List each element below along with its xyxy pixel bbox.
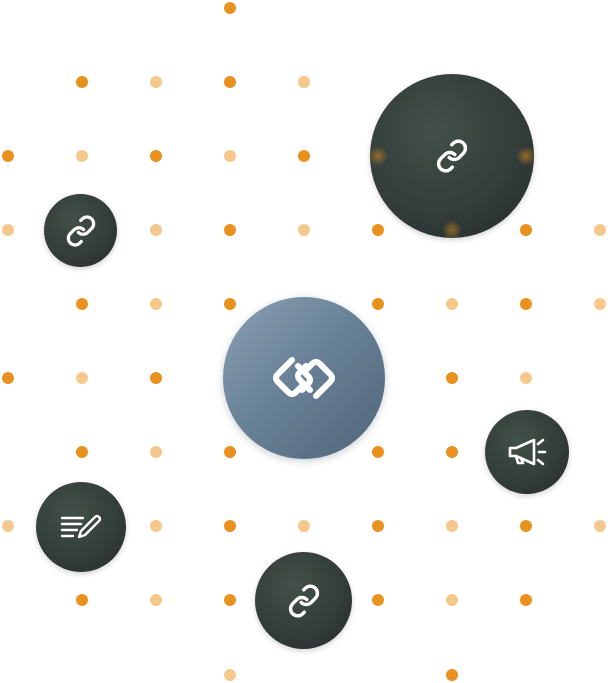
grid-dot xyxy=(520,372,532,384)
grid-dot xyxy=(224,520,236,532)
edit-notes-node xyxy=(36,482,126,572)
grid-dot xyxy=(372,446,384,458)
grid-dot xyxy=(594,224,606,236)
grid-dot xyxy=(76,298,88,310)
grid-dot xyxy=(298,76,310,88)
grid-dot xyxy=(446,372,458,384)
grid-dot xyxy=(446,594,458,606)
grid-dot xyxy=(150,298,162,310)
grid-dot xyxy=(372,224,384,236)
grid-dot xyxy=(594,520,606,532)
grid-dot xyxy=(76,150,88,162)
grid-dot xyxy=(150,372,162,384)
grid-dot xyxy=(2,224,14,236)
left-link-node xyxy=(44,194,117,267)
link-icon xyxy=(287,584,321,618)
glow-dot-left xyxy=(368,146,388,166)
hub-link-icon xyxy=(262,348,346,408)
grid-dot xyxy=(446,446,458,458)
grid-dot xyxy=(150,594,162,606)
grid-dot xyxy=(2,150,14,162)
grid-dot xyxy=(298,150,310,162)
bottom-link-node xyxy=(255,552,352,649)
grid-dot xyxy=(298,520,310,532)
grid-dot xyxy=(76,446,88,458)
edit-notes-icon xyxy=(59,512,103,542)
grid-dot xyxy=(2,520,14,532)
grid-dot xyxy=(150,224,162,236)
grid-dot xyxy=(2,372,14,384)
glow-dot-right xyxy=(516,146,536,166)
link-icon xyxy=(435,139,469,173)
link-icon xyxy=(65,215,97,247)
grid-dot xyxy=(150,520,162,532)
grid-dot xyxy=(224,76,236,88)
grid-dot xyxy=(224,150,236,162)
grid-dot xyxy=(520,520,532,532)
grid-dot xyxy=(224,594,236,606)
grid-dot xyxy=(594,298,606,310)
grid-dot xyxy=(150,446,162,458)
grid-dot xyxy=(372,298,384,310)
grid-dot xyxy=(150,150,162,162)
grid-dot xyxy=(224,298,236,310)
large-link-node xyxy=(368,74,536,240)
glow-dot-bottom xyxy=(442,220,462,240)
megaphone-icon xyxy=(506,435,548,469)
grid-dot xyxy=(446,298,458,310)
grid-dot xyxy=(372,520,384,532)
grid-dot xyxy=(446,669,458,681)
grid-dot xyxy=(224,2,236,14)
grid-dot xyxy=(520,224,532,236)
grid-dot xyxy=(150,76,162,88)
grid-dot xyxy=(372,594,384,606)
hub-link-node xyxy=(223,297,385,459)
grid-dot xyxy=(224,669,236,681)
megaphone-node xyxy=(485,410,569,494)
grid-dot xyxy=(224,446,236,458)
grid-dot xyxy=(446,520,458,532)
grid-dot xyxy=(76,594,88,606)
grid-dot xyxy=(520,298,532,310)
grid-dot xyxy=(76,76,88,88)
grid-dot xyxy=(520,594,532,606)
grid-dot xyxy=(224,224,236,236)
grid-dot xyxy=(298,224,310,236)
grid-dot xyxy=(76,372,88,384)
